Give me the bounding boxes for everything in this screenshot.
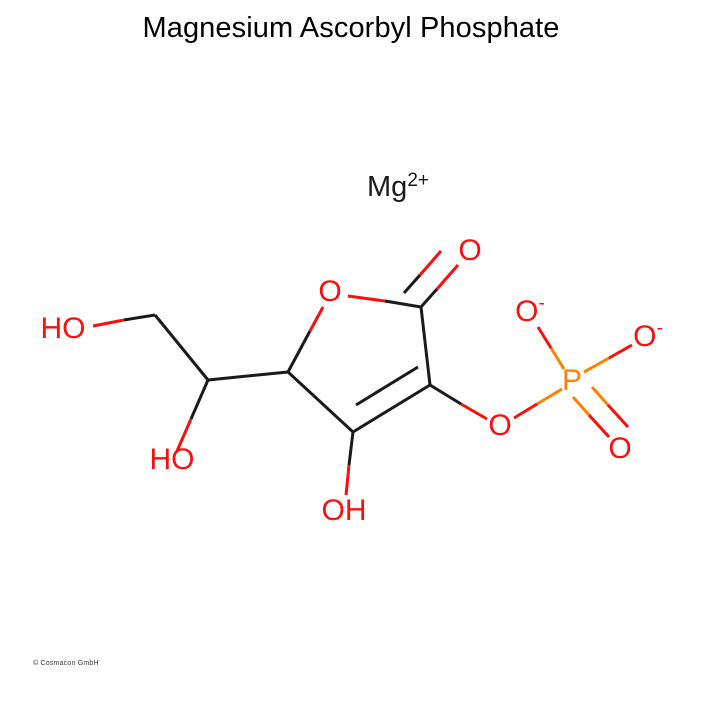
bond-c6-to-c5 <box>153 314 210 381</box>
bond-bridge-oxygen-to-phosphorus <box>513 387 563 420</box>
oxyanion-left-charge: - <box>539 293 545 314</box>
bond-c1-to-carbonyl-oxygen-double <box>402 250 460 308</box>
bond-phosphorus-to-oxyanion-left <box>536 326 566 370</box>
bond-c5-to-ring-c4 <box>207 370 289 382</box>
copyright-notice: © Cosmacon GmbH <box>33 660 99 667</box>
atom-label-ho-secondary: HO <box>150 443 195 476</box>
atom-label-oxyanion-right: O- <box>633 318 663 353</box>
bond-ring-c4-to-ring-oxygen <box>286 306 325 373</box>
atom-label-carbonyl-oxygen: O <box>458 234 481 267</box>
magnesium-symbol: Mg <box>367 171 407 203</box>
bond-phosphorus-to-phosphoryl-oxygen-double <box>571 386 630 439</box>
bond-c2-to-bridge-oxygen <box>429 383 488 421</box>
atom-label-bridge-oxygen: O <box>488 409 511 442</box>
bond-ring-oxygen-to-c1 <box>347 294 422 309</box>
bond-c3-to-enol-hydroxyl <box>344 431 355 496</box>
magnesium-ion-label: Mg2+ <box>367 170 429 203</box>
oxyanion-right-symbol: O <box>633 320 656 353</box>
bond-c5-to-ho-secondary <box>175 379 210 452</box>
page-title: Magnesium Ascorbyl Phosphate <box>142 12 560 44</box>
oxyanion-right-charge: - <box>657 318 663 339</box>
bond-c1-to-c2 <box>419 306 432 386</box>
atom-label-enol-hydroxyl: OH <box>322 494 367 527</box>
oxyanion-left-symbol: O <box>515 295 538 328</box>
atom-label-phosphorus: P <box>562 364 582 397</box>
bond-ho-primary-to-c6 <box>92 313 156 328</box>
atom-label-phosphoryl-oxygen: O <box>608 432 631 465</box>
magnesium-charge: 2+ <box>407 170 429 191</box>
bond-c2-to-c3-double <box>352 365 431 434</box>
atom-label-ho-primary: HO <box>41 312 86 345</box>
atom-label-oxyanion-left: O- <box>515 293 545 328</box>
bond-c3-to-ring-c4 <box>286 370 355 434</box>
atom-label-ring-oxygen: O <box>318 275 341 308</box>
bond-phosphorus-to-oxyanion-right <box>583 343 633 374</box>
